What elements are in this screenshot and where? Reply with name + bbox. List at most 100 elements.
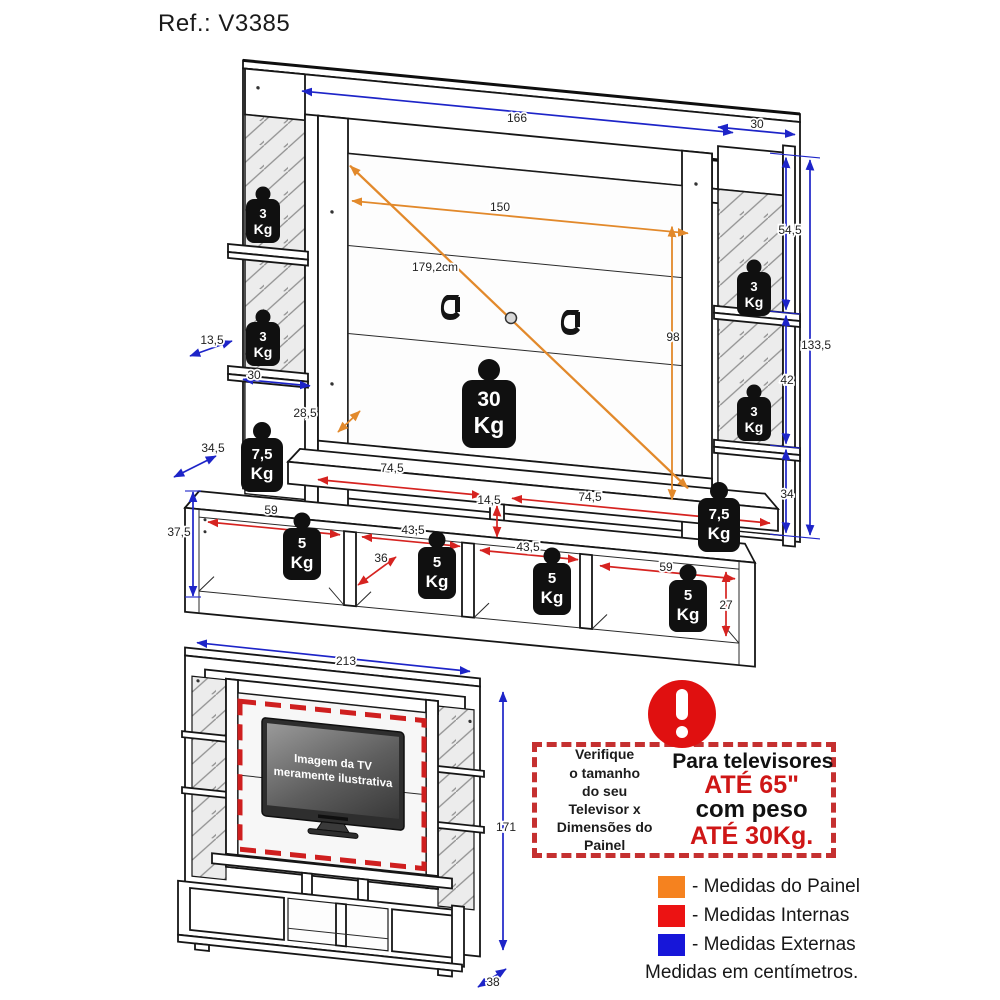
svg-text:Kg: Kg [251,464,274,483]
external-color-swatch [658,933,685,956]
dim-cube4-height: 27 [719,598,733,612]
dim-front-width: 213 [336,654,356,668]
svg-text:3: 3 [750,279,757,294]
weight-7-5kg-icon: 7,5Kg [698,482,740,552]
page-title: Ref.: V3385 [158,10,291,37]
exclamation-bar [676,689,688,720]
dim-cube2: 43,5 [401,523,425,537]
units-note: Medidas em centímetros. [645,962,859,983]
warning-icon [648,680,716,748]
cabinet-divider-3 [579,552,593,630]
weight-5kg-icon: 5Kg [533,547,571,615]
svg-text:30: 30 [477,388,500,411]
dim-panel-width: 150 [490,200,510,214]
dim-base-height: 37,5 [167,525,191,539]
weight-3kg-icon: 3Kg [737,384,771,441]
legend-item-internal: - Medidas Internas [658,903,860,928]
dim-cube2-depth: 36 [374,551,388,565]
warning-spec-text: Para televisores ATÉ 65" com peso ATÉ 30… [672,749,834,851]
svg-text:7,5: 7,5 [709,506,730,523]
front-floating-shelf [211,852,453,890]
dim-left-shelf-width: 30 [247,368,261,382]
dimension-labels: 166 30 54,5 42 34 133,5 13,5 30 34,5 37,… [166,109,834,991]
weight-3kg-icon: 3Kg [737,259,771,316]
legend-external-label: Medidas Externas [703,933,856,955]
external-dimension-lines [242,87,820,540]
tv-illustration: Imagem da TV meramente ilustrativa [261,717,405,839]
tv-max-size-dashed-outline [237,698,427,872]
front-left-mirror [191,675,227,881]
front-frame-left [225,677,239,870]
dim-cube4: 59 [659,560,673,574]
weight-5kg-icon: 5Kg [418,531,456,599]
front-cabinet-base [177,933,463,973]
weight-3kg-icon: 3Kg [246,186,280,243]
svg-text:3: 3 [750,404,757,419]
svg-text:Kg: Kg [474,412,505,438]
front-frame-right [425,698,439,891]
svg-text:Kg: Kg [745,419,764,435]
weight-icons: 3Kg 3Kg 3Kg 3Kg 7,5Kg 7,5Kg 30Kg 5Kg [241,186,771,632]
svg-text:Kg: Kg [291,553,314,572]
svg-text:Kg: Kg [426,572,449,591]
dim-left-shelf-depth: 13,5 [200,333,224,347]
dim-cube1: 59 [264,503,278,517]
legend-internal-label: Medidas Internas [703,904,850,926]
dim-shelf-right: 74,5 [578,490,602,504]
legend-item-external: - Medidas Externas [658,932,860,957]
svg-text:Kg: Kg [677,605,700,624]
svg-text:Kg: Kg [254,344,273,360]
drill-dots [203,86,698,534]
panel-color-swatch [658,875,685,898]
weight-3kg-icon: 3Kg [246,309,280,366]
dim-cube3: 43,5 [516,540,540,554]
dim-panel-gap: 28,5 [293,406,317,420]
main-diagram [183,58,820,668]
dim-panel-diagonal: 179,2cm [412,260,458,274]
cabinet-divider-1 [343,530,357,608]
front-cabinet-left-door [189,886,285,941]
weight-7-5kg-icon: 7,5Kg [241,422,283,492]
svg-text:5: 5 [684,587,692,604]
dim-right-seg1: 54,5 [778,223,802,237]
legend-item-panel: - Medidas do Painel [658,874,860,899]
svg-text:Kg: Kg [254,221,273,237]
svg-text:3: 3 [259,329,266,344]
dim-left-base-depth: 34,5 [201,441,225,455]
dim-right-total: 133,5 [801,338,831,352]
dim-right-seg3: 34 [780,487,794,501]
svg-text:Kg: Kg [708,524,731,543]
svg-text:7,5: 7,5 [252,446,273,463]
weight-30kg-icon: 30Kg [462,359,516,448]
wall-hook-icon [440,295,460,320]
weight-5kg-icon: 5Kg [669,564,707,632]
panel-dimension-lines [349,164,689,501]
svg-text:Kg: Kg [541,588,564,607]
wall-hook-icon [560,310,580,335]
front-view-diagram: Imagem da TV meramente ilustrativa [177,639,485,978]
legend-panel-label: Medidas do Painel [703,875,860,897]
warning-box: Verifique o tamanho do seu Televisor x D… [532,742,836,858]
cable-hole [504,311,518,325]
front-cabinet-right-door [391,908,455,959]
dim-top-width: 166 [507,111,527,125]
svg-text:5: 5 [548,570,556,587]
left-column-top-block [244,67,306,122]
svg-text:3: 3 [259,206,266,221]
dim-top-side: 30 [750,117,764,131]
internal-color-swatch [658,904,685,927]
front-width-dimension-line [196,639,471,675]
svg-text:5: 5 [433,554,441,571]
overlay-dimensions [173,295,731,988]
exclamation-dot [676,726,688,738]
dim-right-seg2: 42 [780,373,794,387]
dim-shelf-left: 74,5 [380,461,404,475]
dim-panel-height: 98 [666,330,680,344]
svg-text:Kg: Kg [745,294,764,310]
weight-5kg-icon: 5Kg [283,512,321,580]
warning-check-text: Verifique o tamanho do seu Televisor x D… [556,746,653,854]
dim-front-depth: 38 [486,975,500,989]
dim-front-height: 171 [496,820,516,834]
dim-shelf-mid: 14,5 [477,493,501,507]
